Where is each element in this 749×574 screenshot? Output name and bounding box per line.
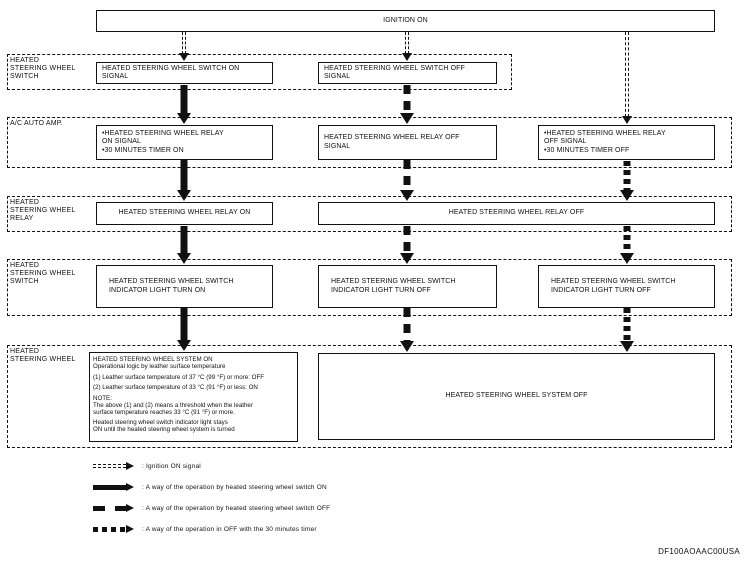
lane-label-switch: HEATED STEERING WHEEL SWITCH [10, 57, 76, 80]
lane-label-ac-amp: A/C AUTO AMP. [10, 120, 63, 127]
ignition-signal-arrow-right [622, 32, 632, 124]
system-on-item2: (2) Leather surface temperature of 33 °C… [93, 384, 258, 391]
box-relay-on-signal: •HEATED STEERING WHEEL RELAY ON SIGNAL •… [96, 125, 273, 160]
system-on-note2: Heated steering wheel switch indicator l… [93, 419, 235, 433]
box-relay-off-signal: HEATED STEERING WHEEL RELAY OFF SIGNAL [318, 125, 497, 160]
lane-ac-auto-amp [7, 117, 732, 168]
switch-off-arrow-3 [400, 226, 414, 264]
legend-item-switch-off: : A way of the operation by heated steer… [93, 504, 330, 512]
system-on-note1: The above (1) and (2) means a threshold … [93, 401, 253, 416]
switch-off-arrow-2 [400, 160, 414, 201]
lane-heated-steering-wheel-switch-signal [7, 54, 512, 90]
box-relay-on: HEATED STEERING WHEEL RELAY ON [96, 202, 273, 225]
legend-solid-arrow-icon [93, 483, 135, 491]
lane-label-relay: HEATED STEERING WHEEL RELAY [10, 199, 76, 222]
box-relay-off: HEATED STEERING WHEEL RELAY OFF [318, 202, 715, 225]
legend-switch-off-label: : A way of the operation by heated steer… [142, 504, 331, 512]
legend-item-ignition: : Ignition ON signal [93, 462, 201, 470]
box-indicator-light-on: HEATED STEERING WHEEL SWITCH INDICATOR L… [96, 265, 273, 308]
box-switch-on-signal: HEATED STEERING WHEEL SWITCH ON SIGNAL [96, 62, 273, 84]
box-ignition-on: IGNITION ON [96, 10, 715, 32]
legend-ignition-arrow-icon [93, 462, 135, 470]
figure-code: DF100AOAAC00USA [658, 547, 740, 556]
box-system-on: HEATED STEERING WHEEL SYSTEM ON Operatio… [89, 352, 298, 442]
legend-item-timer-off: : A way of the operation in OFF with the… [93, 525, 317, 533]
ignition-signal-arrow-mid [402, 32, 412, 61]
lane-label-switch2: HEATED STEERING WHEEL SWITCH [10, 262, 76, 285]
lane-label-wheel: HEATED STEERING WHEEL [10, 348, 76, 363]
box-indicator-light-off-right: HEATED STEERING WHEEL SWITCH INDICATOR L… [538, 265, 715, 308]
legend-dotted-arrow-icon [93, 525, 135, 533]
timer-off-arrow-3 [620, 308, 634, 352]
switch-on-arrow-3 [177, 226, 191, 264]
box-indicator-light-off-mid: HEATED STEERING WHEEL SWITCH INDICATOR L… [318, 265, 497, 308]
system-on-note-label: NOTE: [93, 394, 112, 402]
timer-off-arrow-1 [620, 161, 634, 201]
legend-dashed-arrow-icon [93, 504, 135, 512]
legend-item-switch-on: : A way of the operation by heated steer… [93, 483, 327, 491]
legend-ignition-label: : Ignition ON signal [142, 462, 201, 470]
lane-heated-steering-wheel-switch-indicator [7, 259, 732, 316]
switch-off-arrow-4 [400, 308, 414, 352]
lane-heated-steering-wheel [7, 345, 732, 448]
system-on-subtitle: Operational logic by leather surface tem… [93, 363, 226, 370]
system-on-item1: (1) Leather surface temperature of 37 °C… [93, 373, 265, 381]
box-system-off: HEATED STEERING WHEEL SYSTEM OFF [318, 353, 715, 440]
ignition-signal-arrow-left [179, 32, 189, 61]
timer-off-arrow-2 [620, 226, 634, 264]
legend-timer-off-label: : A way of the operation in OFF with the… [142, 525, 317, 533]
lane-heated-steering-wheel-relay [7, 196, 732, 232]
box-relay-off-signal-timer: •HEATED STEERING WHEEL RELAY OFF SIGNAL … [538, 125, 715, 160]
switch-on-arrow-4 [177, 308, 191, 351]
system-on-title: HEATED STEERING WHEEL SYSTEM ON [93, 356, 213, 363]
switch-off-arrow-1 [400, 85, 414, 124]
switch-on-arrow-1 [177, 85, 191, 124]
box-switch-off-signal: HEATED STEERING WHEEL SWITCH OFF SIGNAL [318, 62, 497, 84]
switch-on-arrow-2 [177, 160, 191, 201]
legend-switch-on-label: : A way of the operation by heated steer… [142, 483, 327, 491]
